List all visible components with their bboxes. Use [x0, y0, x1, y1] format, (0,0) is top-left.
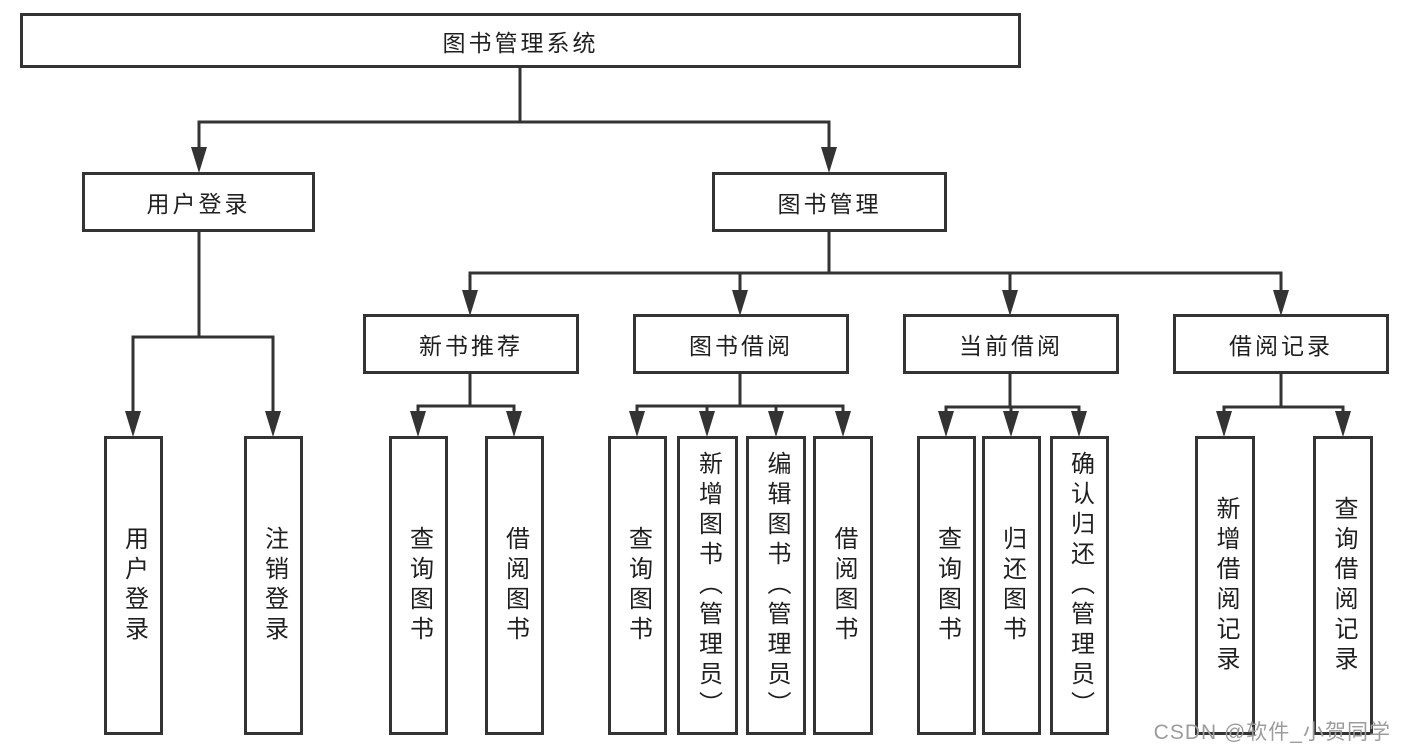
connector-mgmt-to-level3: [468, 232, 1283, 294]
arrowhead: [1335, 411, 1351, 437]
leaf-add-books-admin: 新增图书（管理员）: [677, 436, 738, 735]
arrowhead: [265, 411, 281, 437]
node-label: 图书管理: [777, 191, 882, 217]
node-label: 借阅记录: [1229, 333, 1333, 359]
leaf-add-borrow-record: 新增借阅记录: [1195, 436, 1255, 735]
leaf-borrow-books: 借阅图书: [813, 436, 873, 735]
node-borrowing-records: 借阅记录: [1173, 314, 1389, 374]
leaf-label: 编辑图书（管理员）: [763, 450, 790, 721]
node-current-borrowing: 当前借阅: [903, 314, 1119, 374]
csdn-watermark: CSDN @软件_小贺同学: [1153, 721, 1391, 744]
node-book-management: 图书管理: [712, 172, 947, 232]
arrowhead: [462, 290, 478, 316]
connector-current-to-leaves: [944, 374, 1081, 414]
leaf-label: 查询借阅记录: [1330, 495, 1357, 676]
leaf-label: 归还图书: [998, 525, 1026, 646]
node-label: 当前借阅: [959, 333, 1063, 359]
arrowhead: [821, 147, 837, 173]
arrowhead: [732, 290, 748, 316]
leaf-label: 注销登录: [260, 525, 288, 646]
node-label: 用户登录: [146, 191, 251, 217]
leaf-label: 新增图书（管理员）: [694, 450, 722, 721]
node-label: 图书借阅: [689, 333, 793, 359]
leaf-label: 查询图书: [624, 525, 652, 646]
arrowhead: [125, 411, 141, 437]
leaf-label: 查询图书: [933, 525, 961, 646]
leaf-query-books-borrow: 查询图书: [608, 436, 667, 735]
leaf-label: 查询图书: [405, 525, 433, 646]
node-library-management-system: 图书管理系统: [20, 13, 1021, 68]
arrowhead: [938, 411, 954, 437]
leaf-query-books-current: 查询图书: [917, 436, 976, 735]
arrowhead: [835, 411, 851, 437]
arrowhead: [1273, 290, 1289, 316]
connector-borrow-to-leaves: [635, 374, 845, 414]
connector-root-to-level2: [197, 66, 831, 150]
connector-newbook-to-leaves: [416, 374, 516, 414]
arrowhead: [506, 411, 522, 437]
arrowhead: [768, 411, 784, 437]
arrowhead: [410, 411, 426, 437]
node-book-borrowing: 图书借阅: [633, 314, 849, 374]
leaf-label: 新增借阅记录: [1212, 495, 1239, 676]
leaf-borrow-books-recommend: 借阅图书: [485, 436, 544, 735]
leaf-user-login: 用户登录: [104, 436, 163, 735]
leaf-label: 用户登录: [120, 525, 148, 646]
node-user-login: 用户登录: [82, 172, 315, 232]
arrowhead: [191, 147, 207, 173]
leaf-label: 确认归还（管理员）: [1066, 450, 1094, 721]
connector-login-to-leaves: [131, 232, 275, 414]
leaf-query-books-recommend: 查询图书: [389, 436, 448, 735]
leaf-label: 借阅图书: [501, 525, 529, 646]
leaf-return-books: 归还图书: [982, 436, 1041, 735]
arrowhead: [1216, 411, 1232, 437]
arrowhead: [1071, 411, 1087, 437]
leaf-confirm-return-admin: 确认归还（管理员）: [1050, 436, 1109, 735]
node-new-book-recommendation: 新书推荐: [363, 314, 579, 374]
arrowhead: [1002, 290, 1018, 316]
leaf-logout: 注销登录: [244, 436, 303, 735]
arrowhead: [1003, 411, 1019, 437]
leaf-query-borrow-record: 查询借阅记录: [1313, 436, 1373, 735]
leaf-label: 借阅图书: [830, 525, 857, 646]
arrowhead: [629, 411, 645, 437]
leaf-edit-books-admin: 编辑图书（管理员）: [746, 436, 806, 735]
node-label: 图书管理系统: [442, 29, 599, 56]
node-label: 新书推荐: [419, 333, 523, 359]
arrowhead: [699, 411, 715, 437]
connector-records-to-leaves: [1222, 374, 1345, 414]
